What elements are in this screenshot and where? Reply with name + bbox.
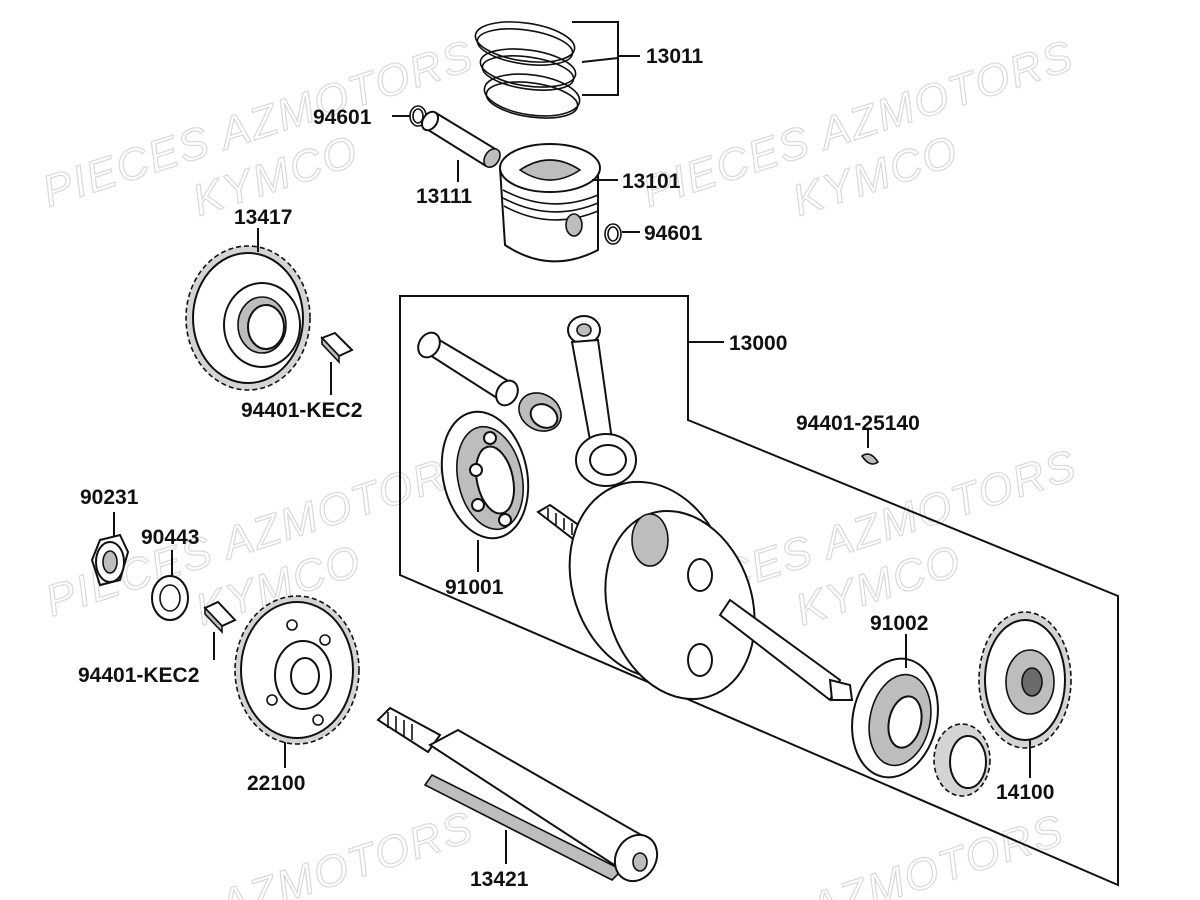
part-label-91001: 91001 (445, 576, 504, 599)
part-label-90231: 90231 (80, 486, 139, 509)
part-label-13417: 13417 (234, 206, 292, 229)
piston[interactable] (498, 143, 601, 263)
assembly-frame (399, 295, 1119, 887)
needle-bearing[interactable] (512, 385, 568, 438)
woodruff-key-lower[interactable] (203, 600, 237, 635)
part-label-22100: 22100 (247, 772, 305, 795)
part-label-13011: 13011 (646, 45, 704, 68)
piston-pin[interactable] (419, 109, 504, 170)
part-label-13000: 13000 (729, 332, 787, 355)
part-label-91002: 91002 (870, 612, 928, 635)
part-label-94601: 94601 (644, 222, 703, 245)
part-labels: 13011 94601 13111 13101 94601 13417 9440… (78, 45, 1054, 891)
drive-gear-13417[interactable] (185, 245, 311, 391)
part-label-13421: 13421 (470, 868, 529, 891)
washer-90443[interactable] (151, 575, 189, 621)
watermark-text: AZMOTORS (210, 802, 480, 900)
piston-rings[interactable] (473, 16, 582, 123)
watermark-text: AZMOTORS (801, 805, 1071, 900)
part-label-14100: 14100 (996, 781, 1054, 804)
part-label-13101: 13101 (622, 170, 681, 193)
woodruff-key-25140[interactable] (860, 453, 880, 465)
part-label-90443: 90443 (141, 526, 199, 549)
crank-pin[interactable] (414, 329, 522, 410)
timing-gear-14100[interactable] (933, 611, 1072, 797)
part-label-13111: 13111 (416, 185, 472, 208)
leader-13011 (572, 21, 640, 96)
part-label-94401-kec2: 94401-KEC2 (78, 664, 199, 687)
part-label-94401-25140: 94401-25140 (796, 412, 920, 435)
lock-nut-90231[interactable] (90, 533, 130, 587)
connecting-rod[interactable] (567, 315, 637, 487)
circlip-lower[interactable] (604, 223, 622, 245)
ball-bearing-91001[interactable] (431, 404, 540, 547)
ball-bearing-91002[interactable] (841, 651, 948, 786)
crankshaft[interactable] (536, 461, 854, 719)
balancer-shaft-13421[interactable] (376, 706, 665, 889)
woodruff-key-upper[interactable] (320, 331, 354, 365)
part-label-94601: 94601 (313, 106, 372, 129)
drive-gear-22100[interactable] (234, 595, 360, 745)
part-label-94401-kec2: 94401-KEC2 (241, 399, 362, 422)
